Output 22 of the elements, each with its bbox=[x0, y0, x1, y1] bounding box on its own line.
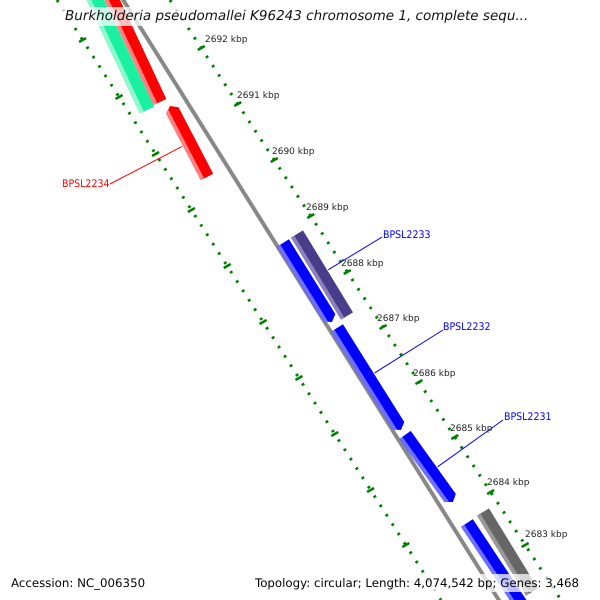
scale-label: 2687 kbp bbox=[377, 314, 420, 325]
scale-label: 2686 kbp bbox=[413, 369, 456, 380]
scale-label: 2691 kbp bbox=[237, 91, 280, 102]
gene-label: BPSL2232 bbox=[443, 321, 490, 333]
scale-label: 2688 kbp bbox=[341, 259, 384, 270]
gene-feature-bar bbox=[166, 106, 214, 180]
leader-line bbox=[110, 146, 183, 184]
scale-label: 2683 kbp bbox=[525, 530, 568, 541]
gene-feature-bar bbox=[277, 239, 336, 322]
scale-label: 2685 kbp bbox=[450, 424, 492, 435]
leader-line bbox=[328, 236, 382, 270]
gene-label: BPSL2234 bbox=[62, 178, 110, 190]
gene-label: BPSL2231 bbox=[504, 411, 552, 423]
gene-feature-bar bbox=[399, 430, 456, 502]
leader-line bbox=[437, 420, 504, 468]
leader-line bbox=[374, 330, 444, 374]
scale-label: 2692 kbp bbox=[205, 35, 248, 46]
scale-label: 2689 kbp bbox=[306, 203, 348, 214]
scale-label: 2684 kbp bbox=[487, 478, 530, 489]
gene-feature-bar bbox=[331, 324, 404, 430]
scale-label: 2690 kbp bbox=[272, 147, 314, 158]
gene-label: BPSL2233 bbox=[383, 229, 430, 241]
